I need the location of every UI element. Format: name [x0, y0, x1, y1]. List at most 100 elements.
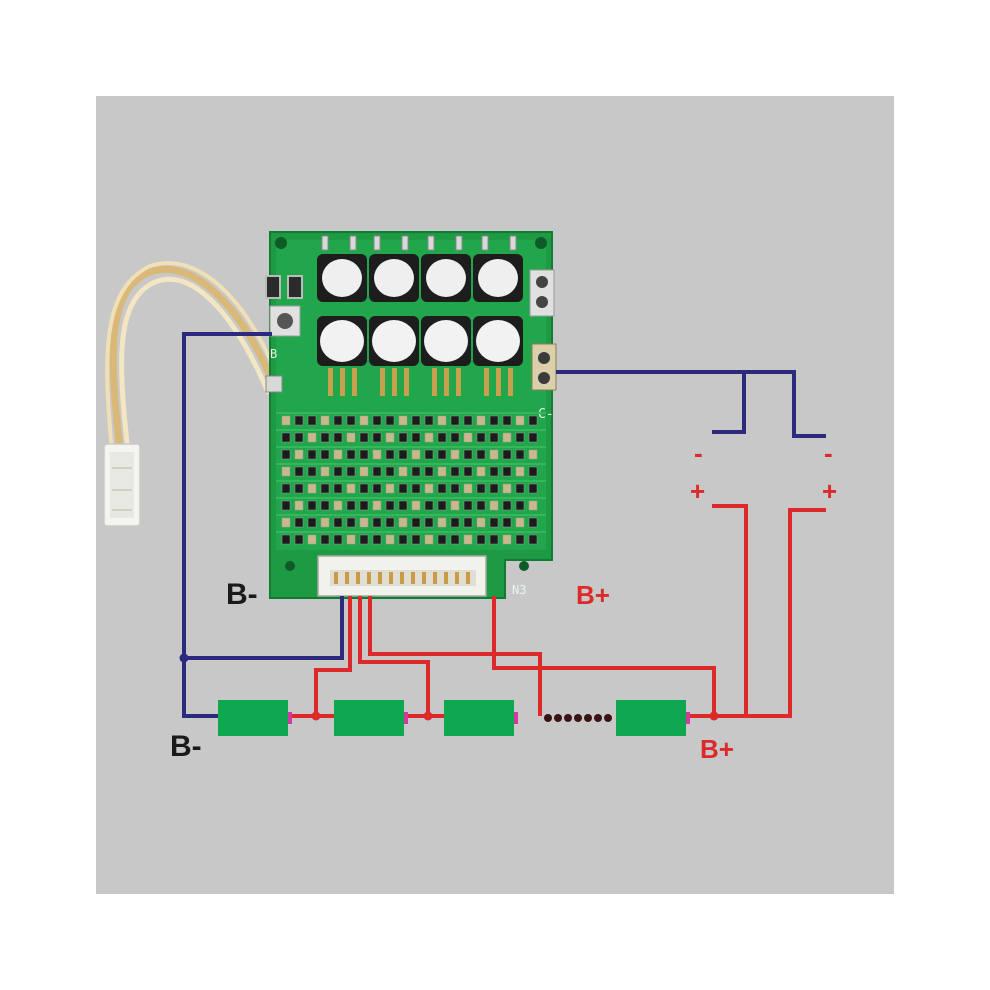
battery-cells	[218, 700, 690, 736]
connector-pin	[378, 572, 382, 584]
positive-wiring	[292, 504, 826, 718]
smd-part	[307, 466, 317, 477]
smd-part	[437, 534, 447, 545]
smd-part	[450, 432, 460, 443]
smd-part	[424, 432, 434, 443]
ellipsis-dot	[564, 714, 572, 722]
smd-part	[385, 415, 395, 426]
smd-part	[515, 432, 525, 443]
smd-part	[346, 517, 356, 528]
pad-b-label: B	[270, 347, 277, 361]
smd-part	[515, 415, 525, 426]
smd-part	[346, 466, 356, 477]
smd-part	[281, 466, 291, 477]
smd-part	[333, 500, 343, 511]
smd-part	[502, 466, 512, 477]
smd-part	[333, 466, 343, 477]
smd-part	[333, 449, 343, 460]
connector-pin	[422, 572, 426, 584]
smd-part	[359, 483, 369, 494]
smd-part	[346, 534, 356, 545]
bminus-board-label: B-	[226, 578, 258, 611]
smd-part	[489, 517, 499, 528]
smd-part	[502, 432, 512, 443]
smd-part	[398, 500, 408, 511]
smd-part	[372, 432, 382, 443]
bminus-cells-label: B-	[170, 730, 202, 763]
smd-part	[333, 415, 343, 426]
smd-part	[385, 500, 395, 511]
smd-part	[515, 449, 525, 460]
smd-part	[346, 432, 356, 443]
smd-part	[450, 517, 460, 528]
smd-part	[411, 432, 421, 443]
smd-part	[437, 466, 447, 477]
smd-part	[372, 534, 382, 545]
smd-part	[424, 517, 434, 528]
smd-part	[294, 500, 304, 511]
smd-part	[294, 449, 304, 460]
smd-part	[398, 415, 408, 426]
smd-part	[528, 500, 538, 511]
smd-part	[372, 483, 382, 494]
smd-part	[307, 500, 317, 511]
smd-part	[528, 415, 538, 426]
smd-part	[346, 415, 356, 426]
smd-part	[398, 517, 408, 528]
pcb-trace	[276, 429, 546, 431]
smd-part	[476, 415, 486, 426]
smd-part	[281, 483, 291, 494]
smd-part	[424, 466, 434, 477]
smd-part	[320, 534, 330, 545]
smd-part	[307, 432, 317, 443]
smd-part	[437, 432, 447, 443]
smd-part	[281, 534, 291, 545]
smd-part	[372, 415, 382, 426]
connector-pin	[455, 572, 459, 584]
connector-ref-label: N3	[512, 583, 526, 597]
smd-part	[437, 500, 447, 511]
smd-part	[463, 449, 473, 460]
smd-part	[489, 483, 499, 494]
smd-part	[346, 449, 356, 460]
smd-part	[294, 432, 304, 443]
smd-part	[294, 483, 304, 494]
smd-part	[372, 466, 382, 477]
smd-part	[320, 415, 330, 426]
smd-part	[294, 415, 304, 426]
smd-part	[372, 449, 382, 460]
smd-part	[307, 415, 317, 426]
pcb-trace	[276, 531, 546, 533]
smd-part	[385, 534, 395, 545]
pcb-trace	[276, 514, 546, 516]
pad-c-label: C-	[538, 407, 554, 422]
smd-part	[476, 483, 486, 494]
smd-part	[320, 483, 330, 494]
smd-part	[411, 415, 421, 426]
connector-pin	[400, 572, 404, 584]
smd-part	[463, 432, 473, 443]
smd-part	[424, 415, 434, 426]
smd-part	[528, 483, 538, 494]
battery-cell-2	[334, 700, 404, 736]
smd-part	[476, 534, 486, 545]
smd-part	[437, 483, 447, 494]
smd-part	[359, 449, 369, 460]
mosfet-heatsink-icon	[317, 254, 523, 366]
smd-part	[398, 466, 408, 477]
smd-part	[333, 534, 343, 545]
connector-pin	[345, 572, 349, 584]
smd-part	[411, 534, 421, 545]
smd-part	[346, 500, 356, 511]
smd-part	[463, 517, 473, 528]
connector-pin	[466, 572, 470, 584]
smd-part	[346, 483, 356, 494]
smd-part	[320, 500, 330, 511]
smd-part	[359, 415, 369, 426]
smd-part	[476, 449, 486, 460]
smd-part	[294, 517, 304, 528]
negative-junction	[179, 653, 189, 663]
smd-part	[528, 466, 538, 477]
smd-part	[424, 500, 434, 511]
